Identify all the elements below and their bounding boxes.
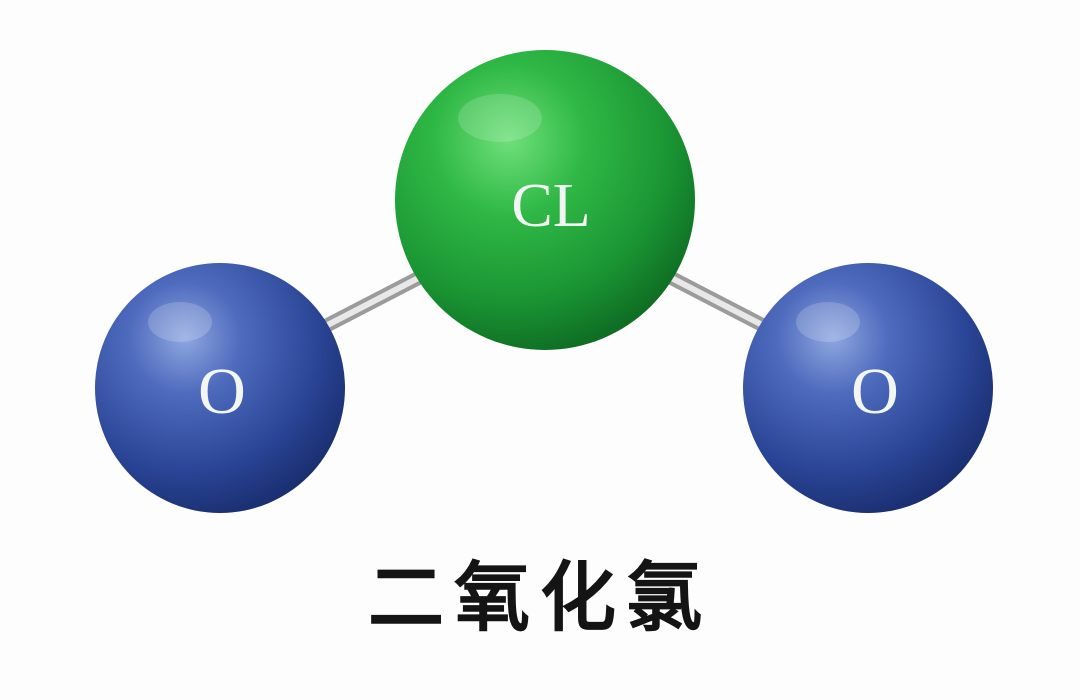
atom-chlorine-center: CL bbox=[395, 50, 695, 350]
bond-right bbox=[653, 265, 779, 337]
atom-oxygen-right: O bbox=[743, 263, 993, 513]
atom-label-oxygen-right: O bbox=[851, 355, 899, 428]
atom-label-oxygen-left: O bbox=[198, 355, 246, 428]
bond-left bbox=[311, 265, 437, 337]
molecule-name-caption: 二氧化氯 bbox=[368, 553, 712, 642]
atom-label-chlorine: CL bbox=[511, 172, 590, 240]
atom-oxygen-left: O bbox=[95, 263, 345, 513]
